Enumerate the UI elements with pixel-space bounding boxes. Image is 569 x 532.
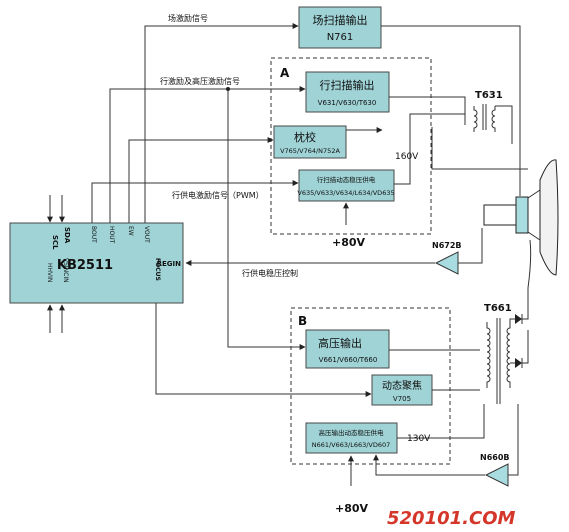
t661-diode-wire-1: [509, 318, 515, 322]
hv-diode-2-wire: [522, 330, 529, 364]
line-to-yoke-wire: [431, 127, 528, 170]
watermark-logo: 520101.COM: [387, 508, 515, 529]
junction-dot: [226, 87, 230, 91]
n660b-label: N660B: [480, 453, 510, 462]
ew-wire: [128, 137, 274, 223]
n672b-amp: [434, 251, 459, 275]
hv-diode-1: [515, 314, 522, 324]
hv-out-block: [305, 329, 390, 369]
pin-scl: SCL: [51, 235, 59, 250]
pin-ew: EW: [127, 226, 134, 236]
line-reg-title: 行扫描动态稳压供电: [317, 175, 376, 184]
hv-out-parts: V661/V660/T660: [319, 356, 378, 364]
n660b-amp: [484, 463, 509, 487]
dyn-focus-parts: V705: [393, 395, 411, 403]
t631-secondary: [491, 106, 496, 132]
hv-reg-ctrl-wire: [373, 454, 485, 476]
line-scan-title: 行扫描输出: [320, 78, 375, 92]
field-scan-title: 场扫描输出: [313, 13, 368, 27]
line-reg-block: [298, 169, 395, 202]
field-scan-block: [298, 6, 382, 49]
hv-reg-out-wire: [397, 404, 485, 439]
t661-primary: [486, 322, 491, 388]
pincushion-title: 枕校: [294, 130, 316, 144]
pin-regin: REGIN: [157, 260, 182, 268]
n660b-in-wire: [508, 404, 519, 476]
line-scan-parts: V631/V630/T630: [318, 99, 377, 107]
hv-reg-block: [305, 422, 398, 454]
group-a-box: [270, 57, 432, 235]
line-drive-wire: [109, 86, 306, 223]
dyn-focus-title: 动态聚焦: [382, 379, 422, 392]
hv-out-title: 高压输出: [318, 336, 362, 350]
p80-bottom-label: +80V: [335, 502, 369, 515]
group-b-box: [290, 307, 451, 465]
pin-sda: SDA: [63, 227, 71, 244]
dyn-focus-block: [371, 374, 433, 406]
field-scan-out-wire: [381, 25, 521, 196]
line-scan-out-wire: [389, 96, 466, 125]
pin-vout: VOUT: [143, 226, 150, 243]
t631-label: T631: [475, 90, 503, 101]
pwm-wire: [91, 180, 299, 223]
n672b-in-wire: [458, 228, 483, 264]
hv-drive-wire: [227, 89, 306, 350]
v160-label: 160V: [395, 152, 419, 162]
hv-reg-title: 高压输出动态稳压供电: [319, 428, 385, 437]
t661-label: T661: [484, 303, 512, 314]
crt-tube: [483, 159, 559, 276]
hv-reg-parts: N661/V663/L663/VD607: [312, 441, 391, 449]
p80-top-label: +80V: [332, 236, 366, 249]
n672b-label: N672B: [432, 241, 462, 250]
line-reg-out-wire: [394, 113, 465, 185]
pin-hout: HOUT: [108, 226, 115, 244]
group-a-label: A: [280, 66, 290, 80]
chip-name: KB2511: [57, 258, 113, 273]
line-hv-drive-label: 行激励及高压激励信号: [160, 76, 240, 86]
pin-vsincin: VSINCIN: [62, 258, 69, 283]
t631-primary: [473, 106, 478, 132]
t631-out-wire: [495, 105, 513, 144]
field-drive-wire: [144, 23, 299, 223]
pin-focus: FOCUS: [154, 258, 161, 281]
field-scan-parts: N761: [327, 32, 354, 43]
pincushion-parts: V765/V764/N752A: [280, 147, 340, 155]
t661-secondary: [506, 322, 511, 388]
pincushion-block: [273, 125, 347, 159]
line-reg-parts: V635/V633/V634/L634/VD635: [297, 189, 394, 197]
field-drive-label: 场激励信号: [168, 13, 208, 23]
pin-bout: BOUT: [90, 226, 97, 243]
hv-diode-2: [515, 358, 522, 368]
hv-anode-wire: [522, 239, 532, 320]
v130-label: 130V: [407, 434, 431, 444]
line-pwm-label: 行供电激励信号（PWM）: [172, 190, 264, 200]
kb2511-chip: [9, 222, 184, 304]
line-scan-block: [305, 71, 390, 113]
group-b-label: B: [298, 314, 307, 328]
line-reg-ctrl-label: 行供电稳压控制: [242, 268, 298, 278]
pin-hhvin: HHVIN: [46, 263, 53, 282]
focus-wire: [155, 303, 372, 397]
